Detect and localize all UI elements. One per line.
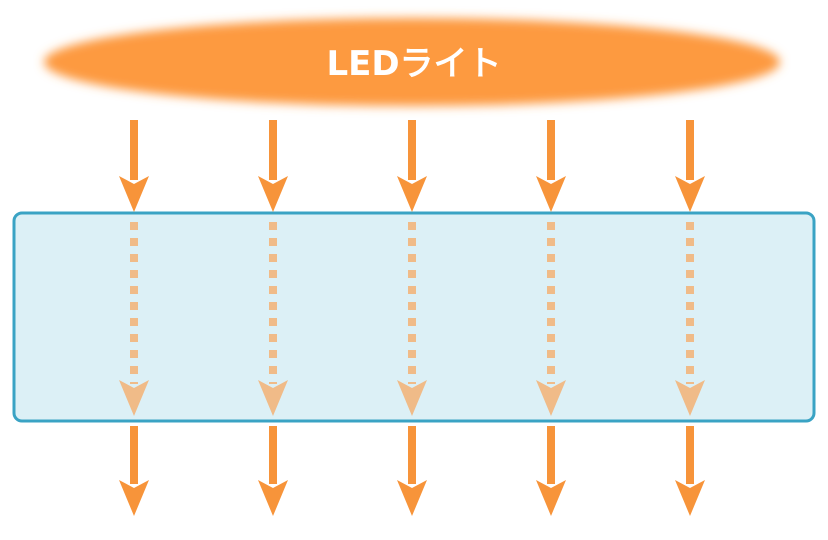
incoming-arrow <box>258 120 288 212</box>
transmitted-dashed-arrow-head <box>536 380 566 416</box>
outgoing-arrow-head <box>258 480 288 516</box>
transmitted-dashed-arrow <box>397 222 427 416</box>
outgoing-arrow-head <box>536 480 566 516</box>
outgoing-arrow-head <box>119 480 149 516</box>
arrows-group <box>119 120 705 516</box>
transmitted-dashed-arrow <box>536 222 566 416</box>
transmitted-dashed-arrow <box>119 222 149 416</box>
incoming-arrow-head <box>675 176 705 212</box>
incoming-arrow <box>536 120 566 212</box>
outgoing-arrow-head <box>675 480 705 516</box>
transmitted-dashed-arrow <box>675 222 705 416</box>
incoming-arrow-head <box>536 176 566 212</box>
led-light-source <box>44 18 780 106</box>
transmitted-dashed-arrow <box>258 222 288 416</box>
outgoing-arrow <box>119 426 149 516</box>
outgoing-arrow-head <box>397 480 427 516</box>
transmitted-dashed-arrow-head <box>258 380 288 416</box>
incoming-arrow <box>675 120 705 212</box>
transparent-panel <box>12 211 816 423</box>
transmitted-dashed-arrow-head <box>119 380 149 416</box>
incoming-arrow-head <box>397 176 427 212</box>
outgoing-arrow <box>675 426 705 516</box>
transmitted-dashed-arrow-head <box>397 380 427 416</box>
incoming-arrow-head <box>258 176 288 212</box>
incoming-arrow-head <box>119 176 149 212</box>
incoming-arrow <box>397 120 427 212</box>
outgoing-arrow <box>397 426 427 516</box>
outgoing-arrow <box>258 426 288 516</box>
outgoing-arrow <box>536 426 566 516</box>
incoming-arrow <box>119 120 149 212</box>
transmitted-dashed-arrow-head <box>675 380 705 416</box>
led-light-label: LEDライト <box>326 44 501 84</box>
